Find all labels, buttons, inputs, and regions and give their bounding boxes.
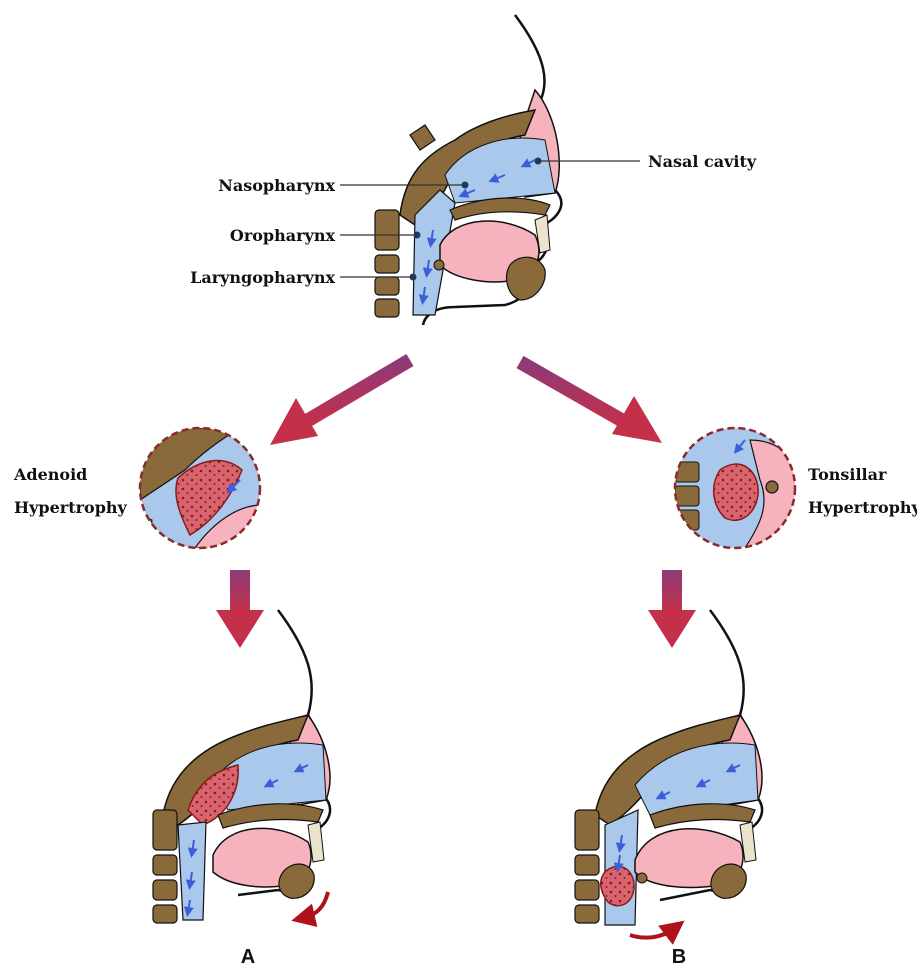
- left-down-arrow: [216, 570, 264, 648]
- label-laryngopharynx: Laryngopharynx: [190, 268, 335, 287]
- label-adenoid-line1: Adenoid: [13, 465, 87, 484]
- label-adenoid-line2: Hypertrophy: [14, 498, 128, 517]
- label-nasal-cavity: Nasal cavity: [648, 152, 757, 171]
- vertebra-2: [375, 255, 399, 273]
- head-a-jaw-rotation-arrow: [303, 892, 328, 918]
- label-oropharynx: Oropharynx: [230, 226, 336, 245]
- normal-head-illustration: [375, 15, 561, 325]
- head-a-illustration: [153, 610, 330, 923]
- right-branch-arrow: [520, 362, 662, 443]
- head-b-jaw-rotation-arrow: [630, 928, 675, 938]
- enlarged-tonsil: [714, 464, 758, 520]
- adenoid-zoom-circle: [140, 428, 262, 548]
- panel-label-a: A: [241, 946, 255, 968]
- tonsil-zoom-circle: [675, 428, 800, 548]
- head-b-tonsil: [601, 866, 634, 905]
- panel-label-b: B: [672, 946, 686, 968]
- nasal-bone: [410, 125, 435, 150]
- right-down-arrow: [648, 570, 696, 648]
- head-b-illustration: [575, 610, 762, 938]
- left-branch-arrow: [270, 360, 410, 445]
- mandible-bone: [507, 257, 546, 300]
- vertebra-3: [375, 277, 399, 295]
- hyoid-bone: [434, 260, 444, 270]
- vertebra-4: [375, 299, 399, 317]
- label-tonsillar-line1: Tonsillar: [808, 465, 887, 484]
- label-tonsillar-line2: Hypertrophy: [808, 498, 917, 517]
- label-nasopharynx: Nasopharynx: [218, 176, 335, 195]
- vertebra-1: [375, 210, 399, 250]
